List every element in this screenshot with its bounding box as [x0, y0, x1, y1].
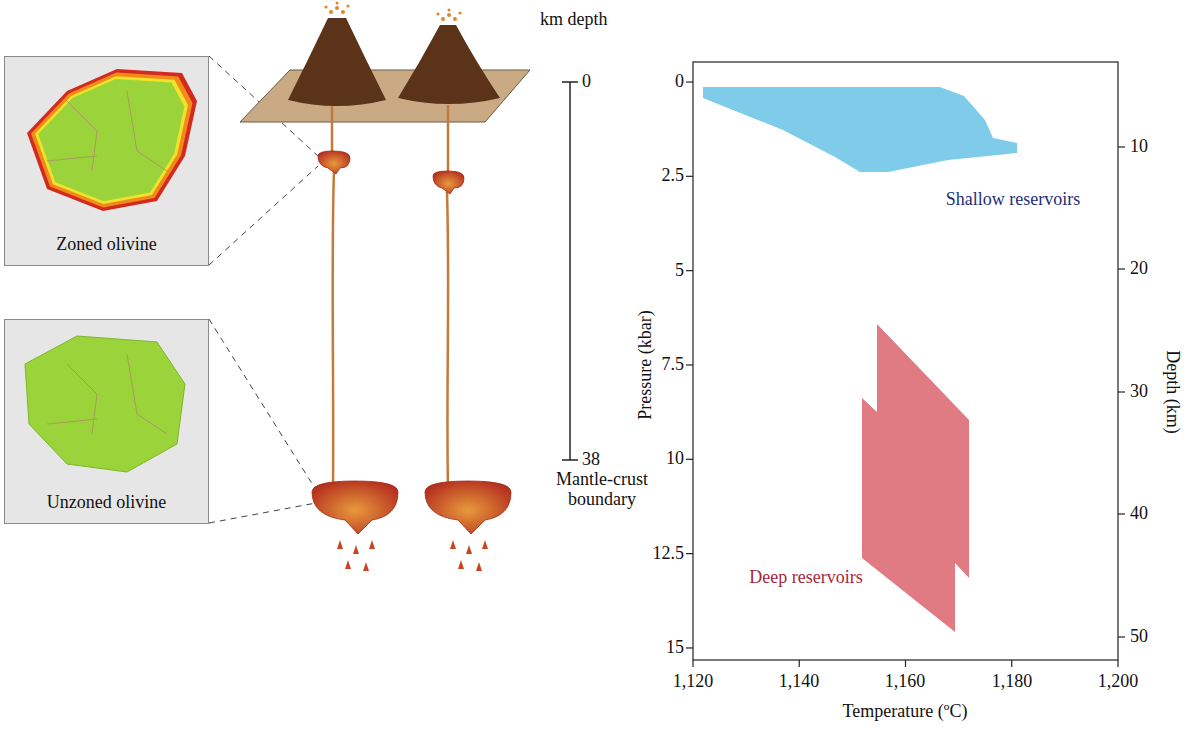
- deep-reservoirs: [312, 481, 511, 571]
- shallow-reservoirs: [318, 151, 464, 194]
- axis-title: Pressure (kbar): [636, 310, 656, 419]
- axis-title: Depth (km): [1162, 350, 1182, 433]
- y-tick: 5: [675, 261, 684, 281]
- y2-tick: 20: [1130, 259, 1148, 279]
- y-tick: 7.5: [662, 355, 685, 375]
- x-tick: 1,120: [673, 672, 714, 692]
- y-tick: 0: [675, 72, 684, 92]
- pt-chart: [686, 62, 1125, 667]
- box-caption: Zoned olivine: [5, 235, 208, 255]
- shallow-region: [703, 87, 1017, 172]
- depth-scale-bar: [562, 82, 578, 460]
- image-box: Unzoned olivine: [4, 319, 209, 524]
- axis-title: Temperature (ºC): [843, 702, 968, 722]
- y2-tick: 10: [1130, 137, 1148, 157]
- volcanoes: [288, 2, 500, 107]
- x-tick: 1,180: [992, 672, 1033, 692]
- scale-title: km depth: [540, 10, 608, 30]
- scale-value: 0: [582, 72, 591, 92]
- boundary-label: Mantle-crust boundary: [547, 470, 657, 510]
- y-tick: 12.5: [653, 544, 685, 564]
- x-tick: 1,140: [779, 672, 820, 692]
- y-tick: 15: [666, 638, 684, 658]
- olivine-crystal: [5, 57, 208, 265]
- y2-tick: 30: [1130, 382, 1148, 402]
- y-tick: 2.5: [662, 166, 685, 186]
- leader-lines: [209, 56, 318, 523]
- scale-value: 38: [582, 450, 600, 470]
- x-tick: 1,200: [1098, 672, 1139, 692]
- y2-tick: 40: [1130, 504, 1148, 524]
- deep-region: [862, 324, 969, 632]
- y-tick: 10: [666, 449, 684, 469]
- box-caption: Unzoned olivine: [5, 493, 208, 513]
- x-tick: 1,160: [885, 672, 926, 692]
- region-label: Deep reservoirs: [749, 568, 862, 588]
- region-label: Shallow reservoirs: [946, 190, 1080, 210]
- y2-tick: 50: [1130, 627, 1148, 647]
- image-box: Zoned olivine: [4, 56, 209, 266]
